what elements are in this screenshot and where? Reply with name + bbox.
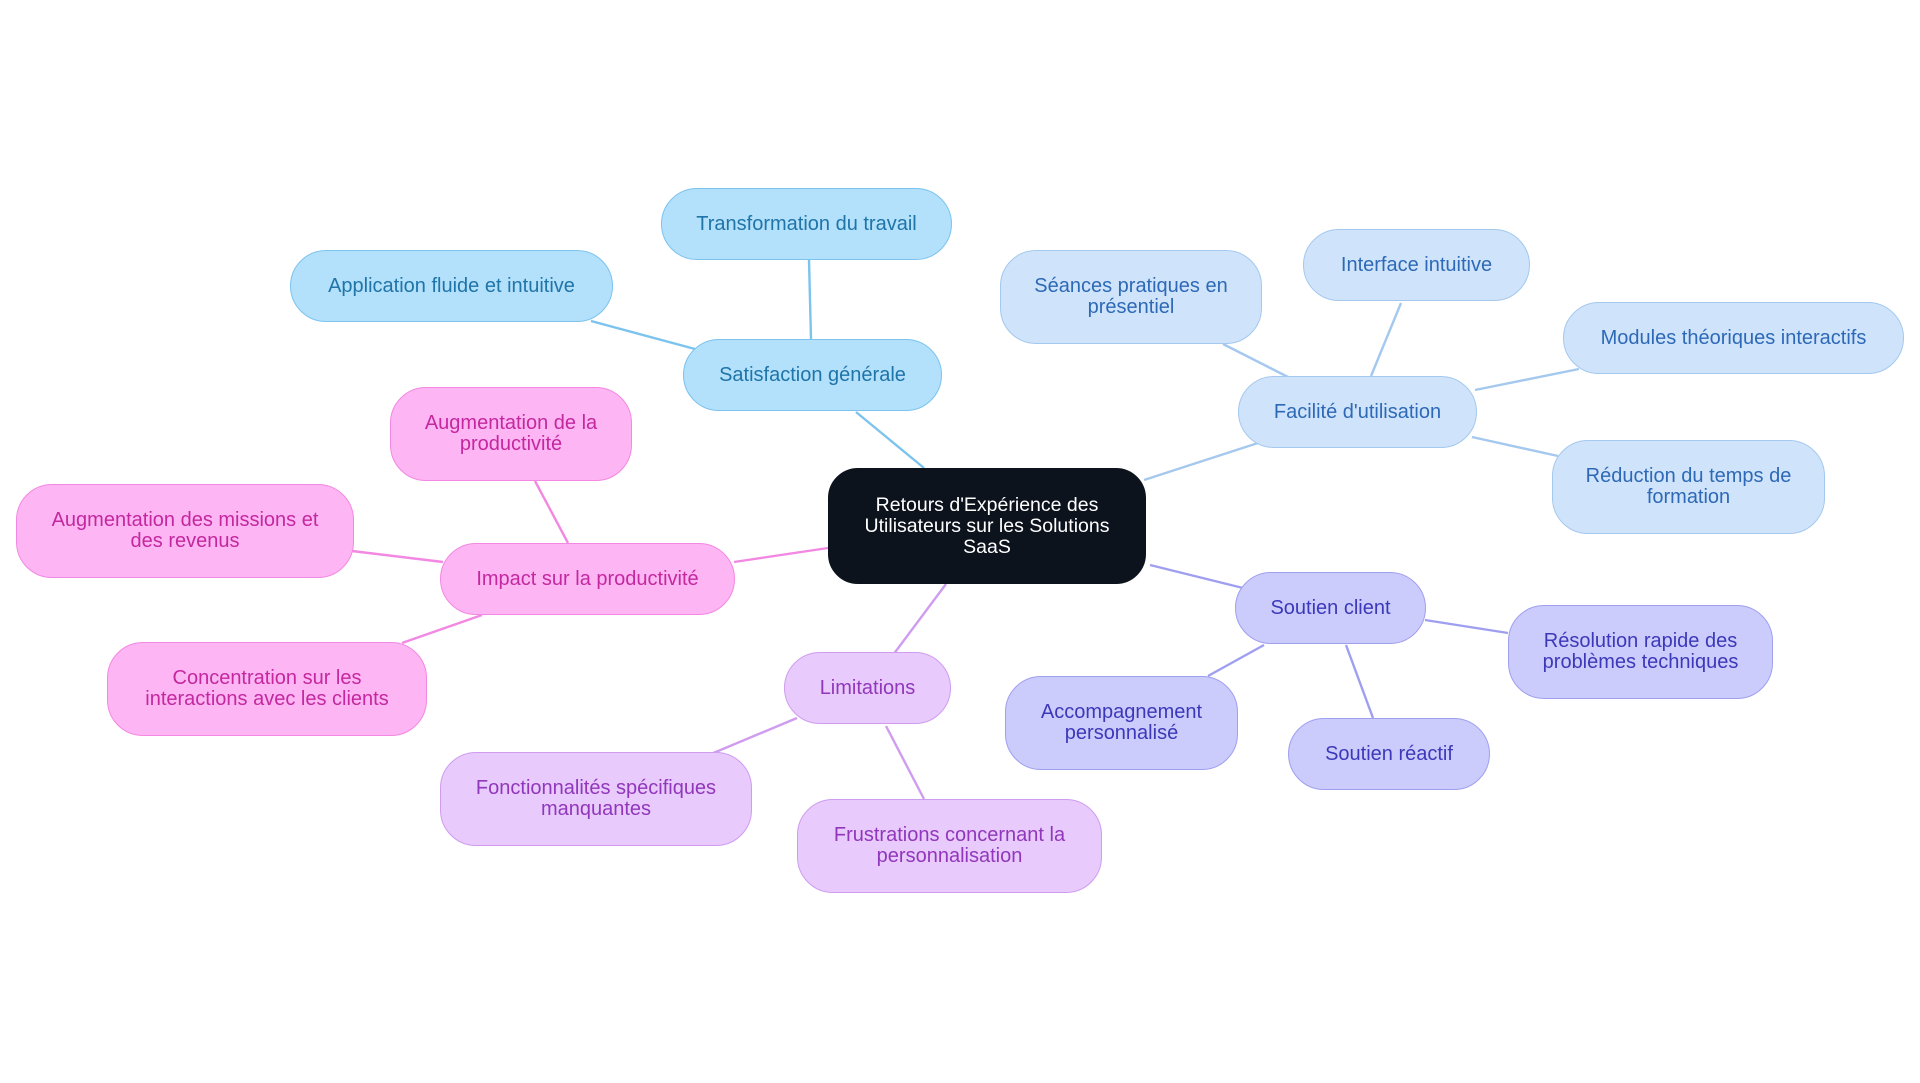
- edge-soutien-reactif: [1344, 644, 1375, 719]
- edge-limitations-frustrations: [884, 725, 926, 800]
- leaf-soutien-reactif: Soutien réactif: [1288, 718, 1490, 790]
- edge-satisfaction-application: [590, 319, 696, 351]
- branch-soutien: Soutien client: [1235, 572, 1426, 644]
- leaf-concentration-clients: Concentration sur les interactions avec …: [107, 642, 427, 736]
- leaf-soutien-reactif-label: Soutien réactif: [1325, 742, 1453, 765]
- leaf-interface-intuitive: Interface intuitive: [1303, 229, 1530, 301]
- branch-facilite: Facilité d'utilisation: [1238, 376, 1477, 448]
- leaf-transformation-label: Transformation du travail: [696, 212, 917, 235]
- edge-root-impact: [733, 546, 829, 564]
- leaf-reduction-label: Réduction du temps de formation: [1585, 465, 1792, 508]
- edge-impact-missions: [351, 549, 444, 564]
- edge-impact-augmentation-productivite: [533, 480, 570, 544]
- leaf-fonctionnalites-label: Fonctionnalités spécifiques manquantes: [475, 777, 717, 820]
- edge-facilite-seances: [1222, 342, 1291, 380]
- edge-facilite-reduction: [1471, 435, 1559, 458]
- leaf-resolution-rapide: Résolution rapide des problèmes techniqu…: [1508, 605, 1773, 699]
- leaf-reduction-temps: Réduction du temps de formation: [1552, 440, 1825, 534]
- branch-satisfaction-label: Satisfaction générale: [719, 363, 906, 386]
- leaf-frustrations-personnalisation: Frustrations concernant la personnalisat…: [797, 799, 1102, 893]
- leaf-seances-pratiques: Séances pratiques en présentiel: [1000, 250, 1262, 344]
- branch-facilite-label: Facilité d'utilisation: [1273, 400, 1442, 423]
- leaf-interface-label: Interface intuitive: [1340, 253, 1493, 276]
- branch-limitations-label: Limitations: [819, 676, 916, 699]
- leaf-concentration-label: Concentration sur les interactions avec …: [145, 667, 389, 710]
- leaf-missions-revenus: Augmentation des missions et des revenus: [16, 484, 354, 578]
- root-node: Retours d'Expérience des Utilisateurs su…: [828, 468, 1146, 584]
- edge-facilite-modules: [1474, 367, 1580, 392]
- edge-facilite-interface: [1369, 302, 1403, 377]
- edge-soutien-resolution: [1424, 618, 1509, 635]
- branch-soutien-label: Soutien client: [1270, 596, 1391, 619]
- edge-root-limitations: [892, 583, 947, 656]
- leaf-frustrations-label: Frustrations concernant la personnalisat…: [833, 824, 1066, 867]
- leaf-accompagnement-label: Accompagnement personnalisé: [1040, 701, 1203, 744]
- leaf-seances-label: Séances pratiques en présentiel: [1034, 275, 1228, 318]
- branch-impact: Impact sur la productivité: [440, 543, 735, 615]
- edge-limitations-fonctionnalites: [710, 716, 798, 756]
- leaf-resolution-label: Résolution rapide des problèmes techniqu…: [1542, 630, 1739, 673]
- leaf-application-label: Application fluide et intuitive: [328, 274, 575, 297]
- edge-soutien-accompagnement: [1207, 643, 1265, 678]
- edge-root-soutien: [1149, 563, 1244, 590]
- leaf-augmentation-productivite: Augmentation de la productivité: [390, 387, 632, 481]
- leaf-augmentation-productivite-label: Augmentation de la productivité: [424, 412, 598, 455]
- leaf-application-fluide: Application fluide et intuitive: [290, 250, 613, 322]
- leaf-modules-label: Modules théoriques interactifs: [1600, 326, 1867, 349]
- branch-impact-label: Impact sur la productivité: [476, 567, 699, 590]
- edge-satisfaction-transformation: [807, 259, 813, 340]
- edge-impact-concentration: [401, 613, 483, 645]
- leaf-modules-theoriques: Modules théoriques interactifs: [1563, 302, 1904, 374]
- branch-satisfaction: Satisfaction générale: [683, 339, 942, 411]
- leaf-fonctionnalites-manquantes: Fonctionnalités spécifiques manquantes: [440, 752, 752, 846]
- leaf-accompagnement: Accompagnement personnalisé: [1005, 676, 1238, 770]
- branch-limitations: Limitations: [784, 652, 951, 724]
- leaf-transformation-du-travail: Transformation du travail: [661, 188, 952, 260]
- root-label: Retours d'Expérience des Utilisateurs su…: [864, 493, 1110, 558]
- leaf-missions-label: Augmentation des missions et des revenus: [51, 509, 319, 552]
- edge-root-satisfaction: [855, 411, 925, 469]
- edge-root-facilite: [1143, 441, 1259, 482]
